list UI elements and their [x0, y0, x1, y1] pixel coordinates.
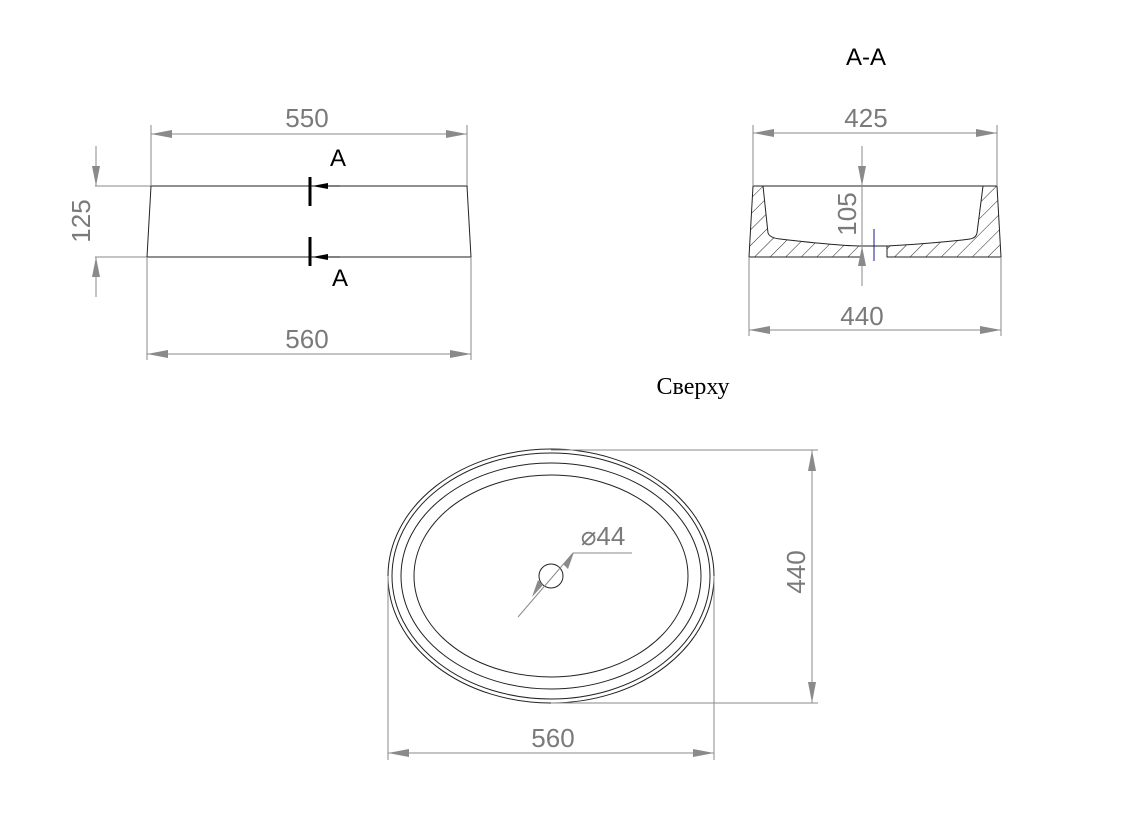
- dimension-text: 560: [531, 723, 574, 753]
- dimension-550: 550: [150, 103, 468, 186]
- dimension-drain-diameter: ⌀44: [517, 521, 632, 618]
- section-label: A: [332, 265, 348, 292]
- section-title: A-A: [846, 44, 886, 71]
- dimension-text: 560: [285, 324, 328, 354]
- section-label: A: [330, 145, 346, 172]
- dimension-text: 44: [596, 521, 625, 551]
- dimension-text: 550: [285, 103, 328, 133]
- dimension-560: 560: [387, 576, 715, 760]
- dimension-440: 440: [748, 257, 1002, 336]
- dimension-425: 425: [752, 103, 998, 186]
- drain-hole: [538, 563, 564, 589]
- dimension-105: 105: [832, 146, 866, 286]
- dimension-560: 560: [146, 257, 472, 360]
- section-marker: A A: [308, 145, 348, 292]
- outer-rim: [387, 448, 715, 704]
- dimension-text: 105: [832, 192, 862, 235]
- section-view: A-A 425 440 105: [748, 44, 1002, 336]
- section-wall-right: [886, 185, 1002, 258]
- dimension-text: 425: [844, 103, 887, 133]
- dimension-text: 440: [781, 550, 811, 593]
- dimension-text: 440: [840, 301, 883, 331]
- diameter-symbol: ⌀: [581, 521, 597, 551]
- left-edge: [146, 185, 152, 258]
- dimension-440: 440: [551, 449, 818, 704]
- svg-text:⌀44: ⌀44: [581, 521, 626, 551]
- front-view: 550 560 125 A A: [66, 103, 472, 360]
- section-wall-left: [748, 185, 863, 258]
- bowl-edge: [413, 474, 689, 678]
- rim-edge: [391, 452, 711, 700]
- dimension-125: 125: [66, 146, 100, 297]
- top-view: Сверху ⌀44 440 560: [387, 374, 818, 760]
- dimension-text: 125: [66, 199, 96, 242]
- view-title: Сверху: [657, 374, 730, 400]
- inner-rim: [400, 462, 702, 690]
- right-edge: [466, 185, 472, 258]
